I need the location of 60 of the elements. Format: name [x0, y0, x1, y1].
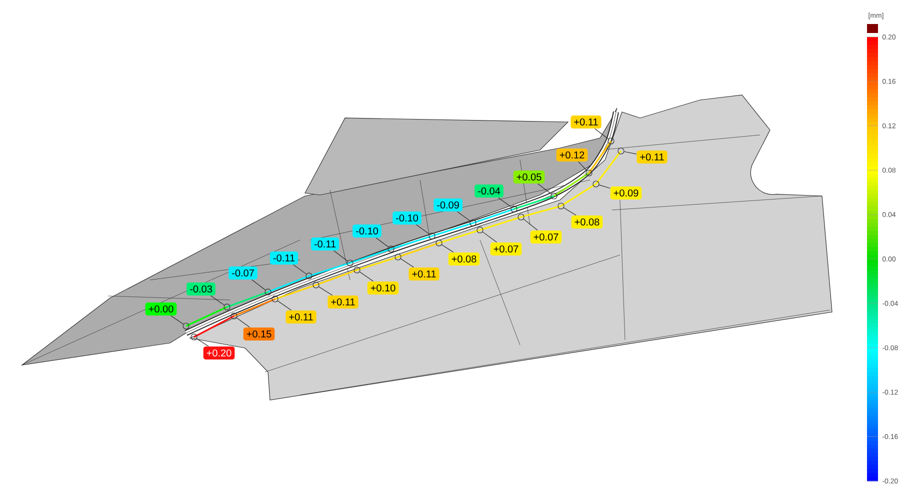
- measurement-point: [586, 170, 592, 176]
- value-callout: -0.10: [352, 224, 382, 238]
- leader-line: [196, 338, 209, 347]
- measurement-point: [428, 232, 436, 240]
- measurement-point: [224, 304, 230, 310]
- value-callout: +0.20: [203, 346, 235, 360]
- measurement-point: [394, 254, 402, 260]
- measurement-point: [312, 282, 320, 288]
- measurement-point: [190, 334, 198, 340]
- measurement-point: [230, 312, 238, 320]
- leader-line: [318, 286, 333, 296]
- leader-line: [293, 264, 307, 274]
- measurement-point: [264, 288, 272, 296]
- leader-line: [482, 232, 498, 243]
- measurement-point: [608, 138, 614, 144]
- value-callout: -0.09: [434, 198, 462, 212]
- measurement-point: [510, 206, 518, 212]
- leader-line: [598, 184, 610, 189]
- leader-line: [170, 315, 184, 324]
- value-callout: +0.11: [286, 310, 316, 324]
- leader-line: [252, 279, 266, 290]
- leader-line: [578, 161, 588, 171]
- value-callout: +0.11: [570, 115, 602, 129]
- leader-line: [277, 300, 292, 311]
- leader-line: [210, 295, 225, 306]
- leader-line: [416, 224, 430, 234]
- measurement-point: [476, 226, 484, 234]
- measurement-point: [470, 220, 476, 226]
- measurement-point: [354, 266, 360, 274]
- value-callout: -0.07: [228, 266, 258, 280]
- measurement-point: [182, 322, 190, 330]
- measurement-point: [518, 214, 524, 220]
- leader-line: [400, 258, 414, 268]
- value-callout: +0.11: [408, 267, 440, 281]
- measurement-point: [388, 246, 394, 252]
- leader-line: [359, 272, 374, 282]
- value-callout: -0.03: [186, 282, 216, 296]
- measurement-point: [306, 272, 312, 280]
- measurement-point: [436, 240, 442, 246]
- value-callout: +0.11: [636, 150, 668, 164]
- value-callout: -0.04: [474, 184, 504, 198]
- leader-line: [376, 237, 389, 248]
- value-callout: +0.11: [328, 295, 358, 309]
- measurement-point: [618, 148, 624, 154]
- leader-line: [498, 197, 512, 208]
- leader-line: [236, 318, 250, 328]
- measurement-point: [558, 202, 564, 210]
- leader-line: [334, 250, 348, 262]
- leader-line: [538, 183, 552, 194]
- leader-line: [523, 218, 538, 231]
- leader-line: [624, 151, 637, 154]
- value-callout: -0.10: [392, 211, 422, 225]
- leader-line: [457, 211, 471, 222]
- measurement-point: [592, 180, 600, 188]
- leader-line: [441, 244, 454, 253]
- measurement-point: [550, 192, 558, 200]
- leader-line: [594, 128, 609, 140]
- leader-line: [564, 207, 576, 216]
- measurement-point: [272, 296, 278, 302]
- measurement-point: [346, 260, 354, 266]
